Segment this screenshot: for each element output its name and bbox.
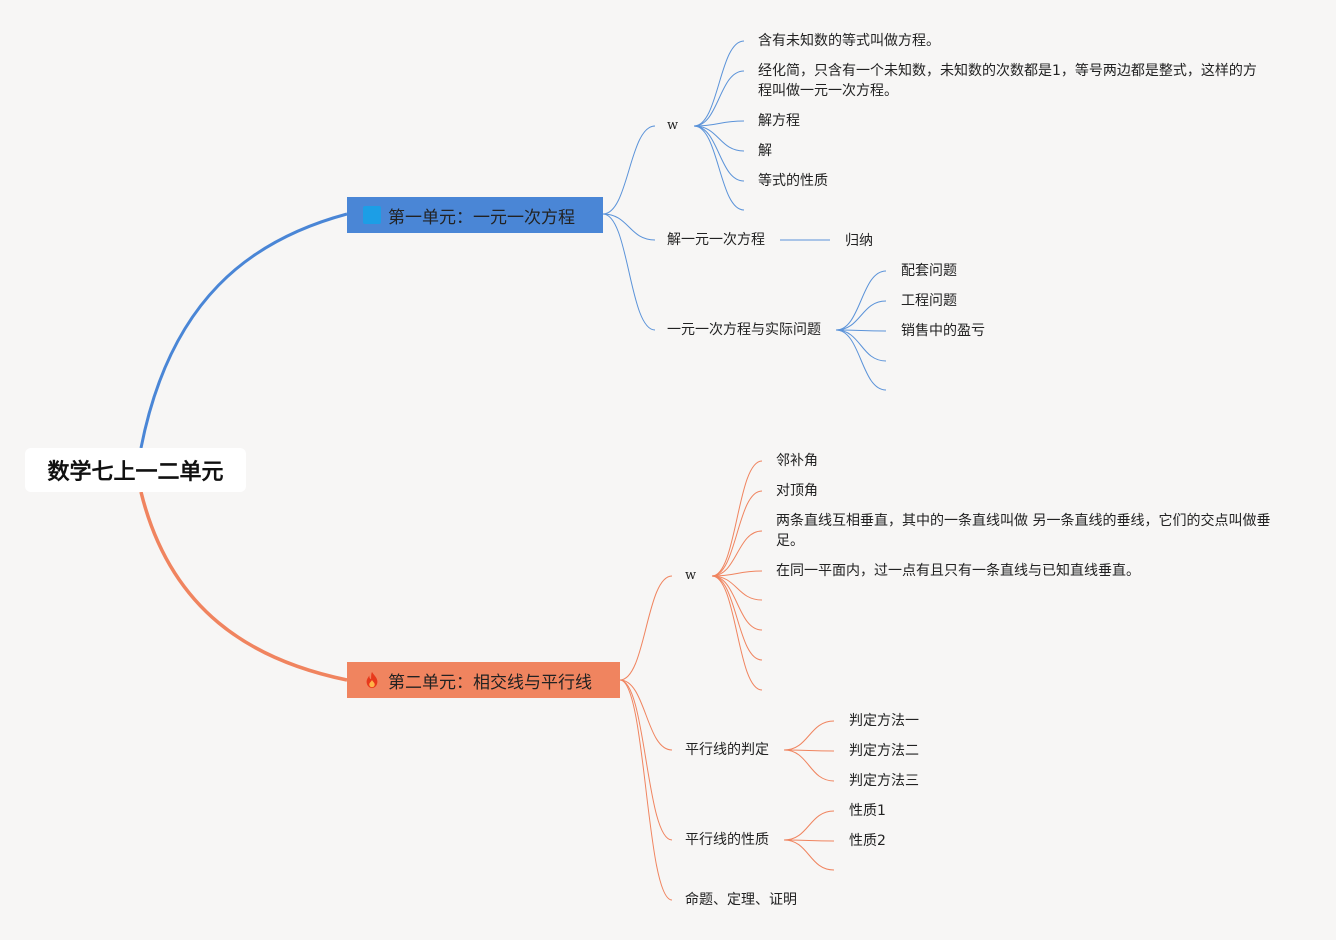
unit1-solve-leaf-1[interactable]: 归纳 bbox=[845, 231, 873, 251]
unit2-leaf-connector bbox=[711, 490, 763, 577]
root-to-unit1-connector bbox=[139, 212, 348, 449]
unit2-w-leaf-2[interactable]: 对顶角 bbox=[776, 481, 818, 501]
unit2-leaf-connector bbox=[711, 530, 763, 577]
unit2-subtopic-parallel-criteria-label: 平行线的判定 bbox=[685, 742, 769, 758]
unit1-branch-connector bbox=[602, 213, 656, 331]
unit1-leaf-connector bbox=[693, 40, 745, 127]
unit1-subtopic-w[interactable]: w bbox=[667, 116, 678, 136]
unit1-leaf-connector bbox=[693, 125, 745, 182]
leaf-text: 在同一平面内，过一点有且只有一条直线与已知直线垂直。 bbox=[776, 563, 1140, 579]
unit2-leaf-connector bbox=[783, 810, 835, 841]
unit1-subtopic-practical-label: 一元一次方程与实际问题 bbox=[667, 322, 821, 338]
unit2-subtopic-propositions-label: 命题、定理、证明 bbox=[685, 892, 797, 908]
leaf-text: 性质1 bbox=[849, 803, 886, 819]
unit1-practical-leaf-3[interactable]: 销售中的盈亏 bbox=[901, 321, 985, 341]
leaf-text: 判定方法二 bbox=[849, 743, 919, 759]
unit1-subtopic-solve-label: 解一元一次方程 bbox=[667, 232, 765, 248]
leaf-text: 性质2 bbox=[849, 833, 886, 849]
unit1-leaf-connector bbox=[835, 329, 887, 391]
unit1-w-leaf-1[interactable]: 含有未知数的等式叫做方程。 bbox=[758, 31, 940, 51]
unit1-w-leaf-4[interactable]: 解 bbox=[758, 141, 772, 161]
unit1-leaf-connector bbox=[693, 70, 745, 127]
unit1-leaf-connector bbox=[693, 125, 745, 211]
unit1-leaf-connector bbox=[693, 120, 745, 127]
leaf-text: 配套问题 bbox=[901, 263, 957, 279]
unit2-w-leaf-4[interactable]: 在同一平面内，过一点有且只有一条直线与已知直线垂直。 bbox=[776, 561, 1140, 581]
unit2-criteria-leaf-3[interactable]: 判定方法三 bbox=[849, 771, 919, 791]
leaf-text: 含有未知数的等式叫做方程。 bbox=[758, 33, 940, 49]
leaf-text: 判定方法一 bbox=[849, 713, 919, 729]
unit1-leaf-connector bbox=[835, 300, 887, 331]
unit2-subtopic-w-label: w bbox=[685, 568, 697, 583]
unit2-w-leaf-1[interactable]: 邻补角 bbox=[776, 451, 818, 471]
unit2-leaf-connector bbox=[783, 839, 835, 842]
unit2-properties-leaf-2[interactable]: 性质2 bbox=[849, 831, 886, 851]
unit2-topic-label: 第二单元：相交线与平行线 bbox=[388, 672, 592, 693]
unit2-topic[interactable]: 第二单元：相交线与平行线 bbox=[347, 662, 620, 698]
unit1-practical-leaf-2[interactable]: 工程问题 bbox=[901, 291, 957, 311]
unit2-branch-connector bbox=[619, 679, 673, 751]
leaf-text: 邻补角 bbox=[776, 453, 818, 469]
unit1-topic[interactable]: 第一单元：一元一次方程 bbox=[347, 197, 603, 233]
unit2-leaf-connector bbox=[711, 575, 763, 691]
unit1-topic-label: 第一单元：一元一次方程 bbox=[388, 207, 575, 228]
unit1-subtopic-solve[interactable]: 解一元一次方程 bbox=[667, 230, 765, 250]
fire-icon bbox=[366, 671, 378, 689]
root-topic[interactable]: 数学七上一二单元 bbox=[25, 448, 246, 492]
unit2-leaf-connector bbox=[711, 575, 763, 631]
unit1-leaf-connector bbox=[835, 270, 887, 331]
unit1-subtopic-w-label: w bbox=[667, 118, 679, 133]
unit2-leaf-connector bbox=[783, 749, 835, 752]
leaf-text: 解方程 bbox=[758, 113, 800, 129]
root-topic-label: 数学七上一二单元 bbox=[47, 460, 224, 485]
unit2-w-leaf-3[interactable]: 两条直线互相垂直，其中的一条直线叫做 另一条直线的垂线，它们的交点叫做垂足。 bbox=[776, 511, 1276, 551]
unit1-branch-connector bbox=[602, 125, 656, 215]
unit2-branch-connector bbox=[619, 679, 673, 901]
leaf-text: 工程问题 bbox=[901, 293, 957, 309]
unit1-w-leaf-2[interactable]: 经化简，只含有一个未知数，未知数的次数都是1，等号两边都是整式，这样的方程叫做一… bbox=[758, 61, 1258, 101]
unit1-subtopic-practical[interactable]: 一元一次方程与实际问题 bbox=[667, 320, 821, 340]
unit2-branch-connector bbox=[619, 575, 673, 681]
root-to-unit2-connector bbox=[139, 491, 348, 682]
unit2-properties-leaf-1[interactable]: 性质1 bbox=[849, 801, 886, 821]
unit2-criteria-leaf-1[interactable]: 判定方法一 bbox=[849, 711, 919, 731]
leaf-text: 判定方法三 bbox=[849, 773, 919, 789]
unit2-leaf-connector bbox=[711, 460, 763, 577]
unit2-criteria-leaf-2[interactable]: 判定方法二 bbox=[849, 741, 919, 761]
unit2-leaf-connector bbox=[711, 570, 763, 577]
unit1-leaf-connector bbox=[693, 125, 745, 152]
unit2-branch-connector bbox=[619, 679, 673, 841]
leaf-text: 对顶角 bbox=[776, 483, 818, 499]
leaf-text: 经化简，只含有一个未知数，未知数的次数都是1，等号两边都是整式，这样的方程叫做一… bbox=[758, 63, 1257, 99]
unit2-leaf-connector bbox=[711, 575, 763, 601]
unit2-leaf-connector bbox=[783, 749, 835, 782]
unit1-practical-leaf-1[interactable]: 配套问题 bbox=[901, 261, 957, 281]
unit1-leaf-connector bbox=[835, 329, 887, 362]
unit1-branch-connector bbox=[602, 213, 656, 241]
unit2-subtopic-parallel-criteria[interactable]: 平行线的判定 bbox=[685, 740, 769, 760]
leaf-text: 等式的性质 bbox=[758, 173, 828, 189]
unit2-subtopic-parallel-properties-label: 平行线的性质 bbox=[685, 832, 769, 848]
leaf-text: 销售中的盈亏 bbox=[901, 323, 985, 339]
unit1-w-leaf-5[interactable]: 等式的性质 bbox=[758, 171, 828, 191]
unit1-w-leaf-3[interactable]: 解方程 bbox=[758, 111, 800, 131]
leaf-text: 解 bbox=[758, 143, 772, 159]
leaf-text: 两条直线互相垂直，其中的一条直线叫做 另一条直线的垂线，它们的交点叫做垂足。 bbox=[776, 513, 1271, 549]
unit2-leaf-connector bbox=[783, 720, 835, 751]
unit2-subtopic-w[interactable]: w bbox=[685, 566, 696, 586]
unit1-leaf-connector bbox=[835, 329, 887, 332]
leaf-text: 归纳 bbox=[845, 233, 873, 249]
unit2-leaf-connector bbox=[783, 839, 835, 871]
blue-square-icon bbox=[363, 206, 381, 224]
unit2-subtopic-parallel-properties[interactable]: 平行线的性质 bbox=[685, 830, 769, 850]
unit2-subtopic-propositions[interactable]: 命题、定理、证明 bbox=[685, 890, 797, 910]
